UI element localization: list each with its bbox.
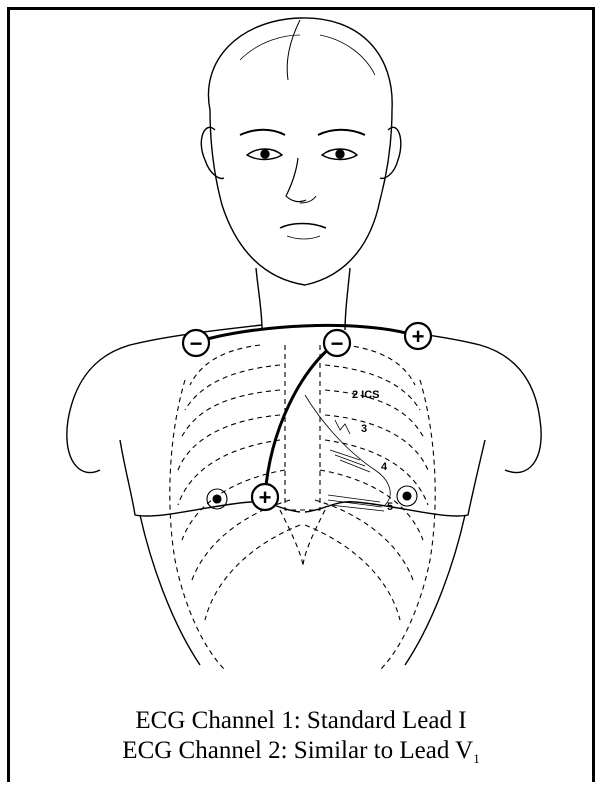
electrode-mid-upper-sign: − <box>331 331 344 356</box>
label-2-ics: 2 ICS <box>352 389 380 401</box>
caption-channel-2-subscript: 1 <box>473 751 480 766</box>
electrode-left-shoulder: + <box>405 323 431 349</box>
head-outline <box>201 18 401 285</box>
electrode-right-sternal: + <box>252 484 278 510</box>
caption-channel-2-text: ECG Channel 2: Similar to Lead V <box>122 737 473 764</box>
label-4: 4 <box>381 461 388 473</box>
electrode-right-shoulder: − <box>183 330 209 356</box>
electrode-right-sternal-sign: + <box>259 485 272 510</box>
electrode-left-shoulder-sign: + <box>412 324 425 349</box>
lead-i-wire <box>197 325 417 342</box>
label-3: 3 <box>361 423 367 435</box>
label-5: 5 <box>387 501 393 513</box>
electrode-mid-upper: − <box>324 330 350 356</box>
torso-illustration: − − + + 2 ICS 3 4 5 <box>0 0 602 700</box>
caption-channel-1: ECG Channel 1: Standard Lead I <box>0 706 602 736</box>
heart-region <box>305 395 390 511</box>
electrode-right-shoulder-sign: − <box>190 331 203 356</box>
body-outline <box>67 268 541 665</box>
caption-channel-2: ECG Channel 2: Similar to Lead V1 <box>0 736 602 774</box>
